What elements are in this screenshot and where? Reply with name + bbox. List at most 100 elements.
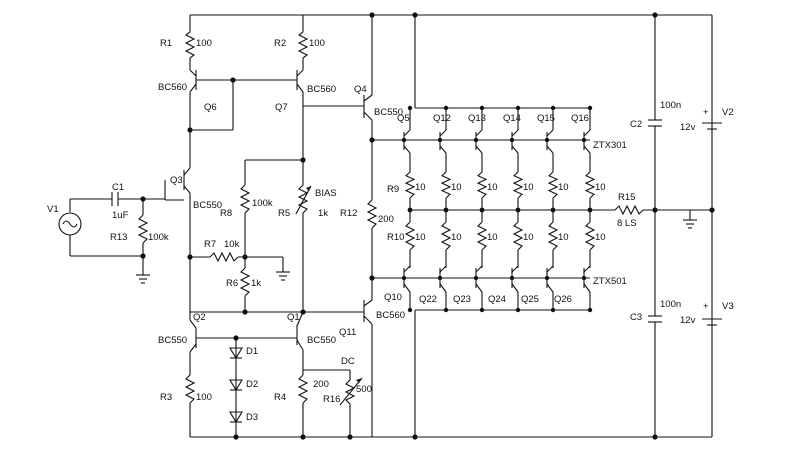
q6-label: Q6 <box>204 102 217 113</box>
c3-value: 100n <box>660 299 681 310</box>
supply-rails <box>190 14 713 438</box>
upper-transistor-emitter <box>403 145 411 154</box>
r16-value: 500 <box>356 384 372 395</box>
base-junction-dot <box>401 137 407 143</box>
r3-label: R3 <box>160 392 172 403</box>
collector-junction-dot <box>479 105 485 111</box>
lower-emitter-resistor <box>440 221 452 251</box>
c2-label: C2 <box>630 119 642 130</box>
q7-type: BC560 <box>307 84 336 95</box>
q4-label: Q4 <box>354 84 367 95</box>
emitter-resistor-value: 10 <box>595 182 606 193</box>
dc-label: DC <box>341 356 355 367</box>
emitter-resistor-value: 10 <box>558 182 569 193</box>
lower-transistor-collector <box>546 283 554 293</box>
r1-label: R1 <box>160 38 172 49</box>
r7-label: R7 <box>204 239 216 250</box>
r2-value: 100 <box>309 38 325 49</box>
upper-emitter-resistor <box>440 171 452 199</box>
bias-label: BIAS <box>315 188 337 199</box>
q3-type: BC550 <box>193 200 222 211</box>
q13-label: Q13 <box>468 113 486 124</box>
base-junction-dot <box>581 275 587 281</box>
r2-label: R2 <box>274 38 286 49</box>
lower-emitter-resistor <box>404 221 416 251</box>
supply-decoupling <box>187 12 722 440</box>
collector-junction-dot <box>407 105 413 111</box>
collector-junction-dot <box>443 105 449 111</box>
r10-label: R10 <box>387 232 404 243</box>
emitter-resistor-value: 10 <box>415 232 426 243</box>
q15-label: Q15 <box>537 113 555 124</box>
upper-transistor-emitter <box>511 145 519 154</box>
collector-junction-dot <box>587 307 593 313</box>
lower-transistor-collector <box>583 283 591 293</box>
q1-type: BC550 <box>307 335 336 346</box>
base-junction-dot <box>581 137 587 143</box>
v3-plus: + <box>703 301 709 312</box>
base-junction-dot <box>401 275 407 281</box>
r9-label: R9 <box>387 184 399 195</box>
output-junction-dot <box>407 207 413 213</box>
output-junction-dot <box>550 207 556 213</box>
q24-label: Q24 <box>488 294 506 305</box>
collector-junction-dot <box>515 307 521 313</box>
r13-label: R13 <box>110 232 127 243</box>
collector-junction-dot <box>443 307 449 313</box>
r4-label: R4 <box>274 392 286 403</box>
upper-transistor-collector <box>583 129 591 137</box>
emitter-resistor-value: 10 <box>523 232 534 243</box>
component-labels: R1 100 R2 100 BC560 Q6 Q7 BC560 Q4 BC550… <box>47 38 734 423</box>
d2-label: D2 <box>246 379 258 390</box>
v3-label: V3 <box>722 301 734 312</box>
q12-label: Q12 <box>433 113 451 124</box>
r15-label: R15 <box>618 192 635 203</box>
lower-transistor-emitter <box>511 265 519 273</box>
upper-emitter-resistor <box>404 171 416 199</box>
left-branch <box>164 15 236 437</box>
r4-value: 200 <box>313 379 329 390</box>
r12-label: R12 <box>340 208 357 219</box>
upper-emitter-resistor <box>547 171 559 199</box>
c2-value: 100n <box>660 100 681 111</box>
lower-emitter-resistor <box>476 221 488 251</box>
driver-column <box>303 12 378 437</box>
collector-junction-dot <box>550 105 556 111</box>
collector-junction-dot <box>407 307 413 313</box>
base-junction-dot <box>473 137 479 143</box>
ztx501-label: ZTX501 <box>593 276 627 287</box>
emitter-resistor-value: 10 <box>523 182 534 193</box>
base-junction-dot <box>509 275 515 281</box>
r6-value: 1k <box>251 278 261 289</box>
output-junction-dot <box>587 207 593 213</box>
collector-junction-dot <box>587 105 593 111</box>
lower-transistor-collector <box>475 283 483 293</box>
q11-label: Q11 <box>339 327 356 338</box>
upper-emitter-resistor <box>476 171 488 199</box>
r5-label: R5 <box>278 208 290 219</box>
r12-value: 200 <box>378 214 394 225</box>
upper-transistor-emitter <box>475 145 483 154</box>
lower-emitter-resistor <box>547 221 559 251</box>
r8-label: R8 <box>220 208 232 219</box>
q7-label: Q7 <box>275 102 288 113</box>
r5-value: 1k <box>318 208 328 219</box>
output-stage <box>372 15 712 437</box>
q22-label: Q22 <box>419 294 437 305</box>
lower-transistor-emitter <box>403 265 411 273</box>
base-junction-dot <box>544 275 550 281</box>
base-junction-dot <box>437 275 443 281</box>
lower-transistor-collector <box>439 283 447 293</box>
r6-label: R6 <box>226 278 238 289</box>
upper-transistor-collector <box>403 129 411 137</box>
q10-type: BC560 <box>376 310 405 321</box>
lower-transistor-emitter <box>546 265 554 273</box>
c1-label: C1 <box>112 182 124 193</box>
diode-string <box>229 335 243 437</box>
upper-transistor-collector <box>475 129 483 137</box>
q5-label: Q5 <box>397 113 410 124</box>
c3-label: C3 <box>630 312 642 323</box>
base-junction-dot <box>473 275 479 281</box>
q2-label: Q2 <box>193 312 206 323</box>
